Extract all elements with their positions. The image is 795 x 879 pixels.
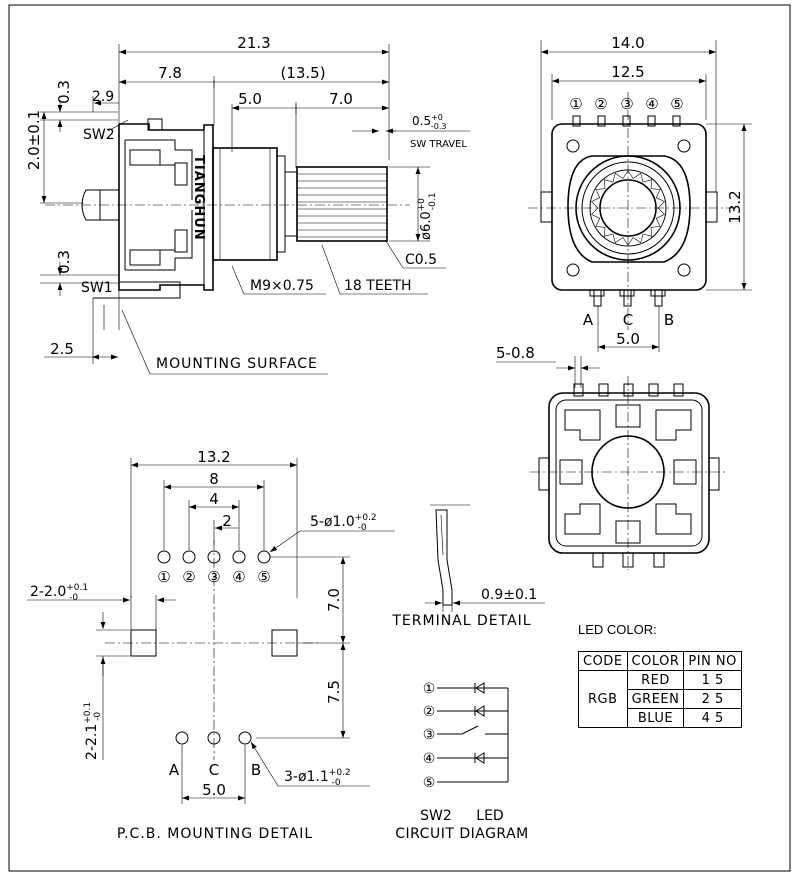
dim-7-0: 7.0 [329, 90, 353, 108]
dim-5-0-8: 5-0.8 [496, 344, 535, 362]
bottom-view: 5-0.8 [496, 344, 728, 570]
color-cell: BLUE [626, 708, 685, 728]
terminal-detail: 0.9±0.1 TERMINAL DETAIL [391, 504, 545, 629]
led-color-title: LED COLOR: [578, 622, 657, 637]
pcb-pin-1: ① [157, 568, 170, 586]
mounting-surface-label: MOUNTING SURFACE [156, 356, 318, 372]
brand-label: TIANGHUN [191, 155, 206, 241]
circuit-led-label: LED [476, 808, 503, 824]
dim-21-3: 21.3 [237, 34, 270, 52]
dim-top-0-3: 0.3 [55, 80, 73, 104]
circuit-caption: CIRCUIT DIAGRAM [395, 826, 529, 842]
pin-cell: 4 5 [683, 708, 742, 728]
dim-5-0: 5.0 [238, 90, 262, 108]
front-terminal-b: B [664, 311, 674, 329]
led-table-row: GREEN 2 5 [579, 689, 742, 709]
front-pin-5: ⑤ [670, 95, 683, 113]
code-cell: RGB [578, 670, 628, 728]
dim-2-5: 2.5 [50, 340, 74, 358]
circuit-pin-3: ③ [423, 727, 436, 743]
led-table-row: RGB RED 1 5 [578, 670, 742, 728]
front-view: 14.0 12.5 ① ② ③ ④ ⑤ [528, 34, 752, 352]
led-diode-4 [474, 752, 485, 764]
pcb-pin-4: ④ [232, 568, 245, 586]
dim-13-2: 13.2 [726, 190, 744, 223]
led-table-header: CODE COLOR PIN NO [578, 651, 742, 671]
header-pin-no: PIN NO [683, 651, 742, 671]
front-terminal-a: A [583, 311, 594, 329]
dim-7-8: 7.8 [158, 64, 182, 82]
dim-12-5: 12.5 [611, 63, 644, 81]
front-pin-2: ② [594, 95, 607, 113]
pcb-mounting-detail: 13.2 8 4 2 ① ② ③ ④ ⑤ 5-ø1.0+0.2-0 [27, 448, 395, 842]
pcb-slot-label: 2-2.0+0.1-0 [30, 583, 88, 603]
circuit-pin-2: ② [423, 704, 436, 720]
pin-cell: 1 5 [683, 670, 742, 690]
terminal-dim: 0.9±0.1 [481, 587, 537, 603]
pcb-dim-2: 2 [222, 512, 232, 530]
dim-2-0: 2.0±0.1 [25, 110, 43, 170]
header-code: CODE [578, 651, 628, 671]
led-color-table: CODE COLOR PIN NO RGB RED 1 5 GREEN 2 5 … [578, 651, 742, 728]
header-color: COLOR [626, 651, 685, 671]
front-pin-3: ③ [620, 95, 633, 113]
sw2-label: SW2 [83, 127, 115, 143]
pin-cell: 2 5 [683, 689, 742, 709]
dim-14-0: 14.0 [611, 34, 644, 52]
chamfer-label: C0.5 [405, 252, 437, 268]
front-terminal-c: C [623, 311, 633, 329]
pcb-dim-4: 4 [209, 490, 219, 508]
pcb-pin-2: ② [182, 568, 195, 586]
pcb-terminal-a: A [169, 761, 180, 779]
pcb-dim-7-0: 7.0 [325, 588, 343, 612]
dim-2-9: 2.9 [92, 89, 114, 105]
led-table-row: BLUE 4 5 [579, 708, 742, 728]
pcb-dim-13-2: 13.2 [197, 448, 230, 466]
color-cell: GREEN [626, 689, 685, 709]
circuit-pin-5: ⑤ [423, 775, 436, 791]
pcb-hole2-label: 3-ø1.1+0.2-0 [284, 768, 351, 788]
sw-travel-label: SW TRAVEL [410, 139, 467, 150]
sw1-label: SW1 [81, 280, 113, 296]
dim-bottom-0-3: 0.3 [55, 250, 73, 274]
side-view: 21.3 7.8 (13.5) 5.0 7.0 0.5+0-0.3 SW TRA… [25, 34, 470, 375]
sheet-border [8, 4, 791, 872]
color-cell: RED [626, 670, 685, 690]
front-pin-4: ④ [645, 95, 658, 113]
pcb-dim-7-5: 7.5 [325, 680, 343, 704]
circuit-diagram: ① ② ③ ④ ⑤ SW2 LED CIRCUIT DIAGRAM [395, 681, 529, 842]
circuit-sw2-label: SW2 [420, 808, 452, 824]
pcb-dim-5-0: 5.0 [202, 781, 226, 799]
dim-sw-travel: 0.5+0-0.3 [412, 113, 447, 131]
pcb-hole1-label: 5-ø1.0+0.2-0 [310, 513, 377, 533]
teeth-label: 18 TEETH [344, 278, 412, 294]
front-pin-1: ① [569, 95, 582, 113]
pcb-slot2-label: 2-2.1+0.1-0 [83, 702, 103, 760]
circuit-pin-1: ① [423, 681, 436, 697]
dim-front-5-0: 5.0 [616, 330, 640, 348]
dim-diameter: ø6.0+0-0.1 [417, 193, 438, 240]
pcb-dim-8: 8 [209, 470, 219, 488]
knob-teeth [591, 170, 665, 246]
pcb-terminal-c: C [209, 761, 219, 779]
pcb-pin-5: ⑤ [257, 568, 270, 586]
led-diode-1 [474, 682, 485, 694]
dim-13-5: (13.5) [280, 64, 325, 82]
thread-label: M9×0.75 [250, 278, 314, 294]
pcb-caption: P.C.B. MOUNTING DETAIL [117, 826, 313, 842]
pcb-terminal-b: B [251, 761, 261, 779]
led-diode-2 [474, 705, 485, 717]
terminal-caption: TERMINAL DETAIL [391, 613, 531, 629]
circuit-pin-4: ④ [423, 751, 436, 767]
